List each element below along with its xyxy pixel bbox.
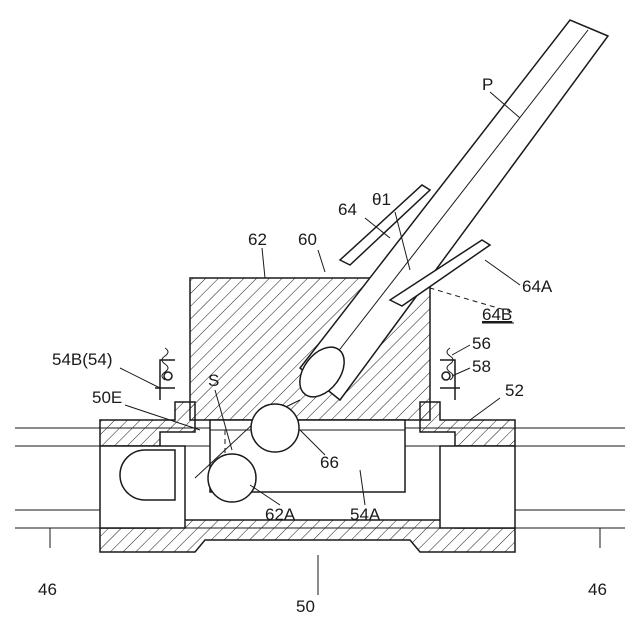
sphere-66: [251, 404, 299, 452]
label-P: P: [482, 75, 493, 94]
gasket-left: [164, 372, 172, 380]
label-46-right: 46: [588, 580, 607, 599]
label-62: 62: [248, 230, 267, 249]
label-64: 64: [338, 200, 357, 219]
label-64A: 64A: [522, 277, 553, 296]
label-S: S: [208, 371, 219, 390]
label-58: 58: [472, 357, 491, 376]
label-66: 66: [320, 453, 339, 472]
label-46-left: 46: [38, 580, 57, 599]
label-60: 60: [298, 230, 317, 249]
label-54A: 54A: [350, 505, 381, 524]
label-54B: 54B(54): [52, 350, 112, 369]
sphere-62A: [208, 454, 256, 502]
label-64B: 64B: [482, 305, 512, 324]
label-62A: 62A: [265, 505, 296, 524]
label-50: 50: [296, 597, 315, 616]
label-52: 52: [505, 381, 524, 400]
label-50E: 50E: [92, 388, 122, 407]
label-56: 56: [472, 334, 491, 353]
gasket-right: [442, 372, 450, 380]
label-theta1: θ1: [372, 190, 391, 209]
